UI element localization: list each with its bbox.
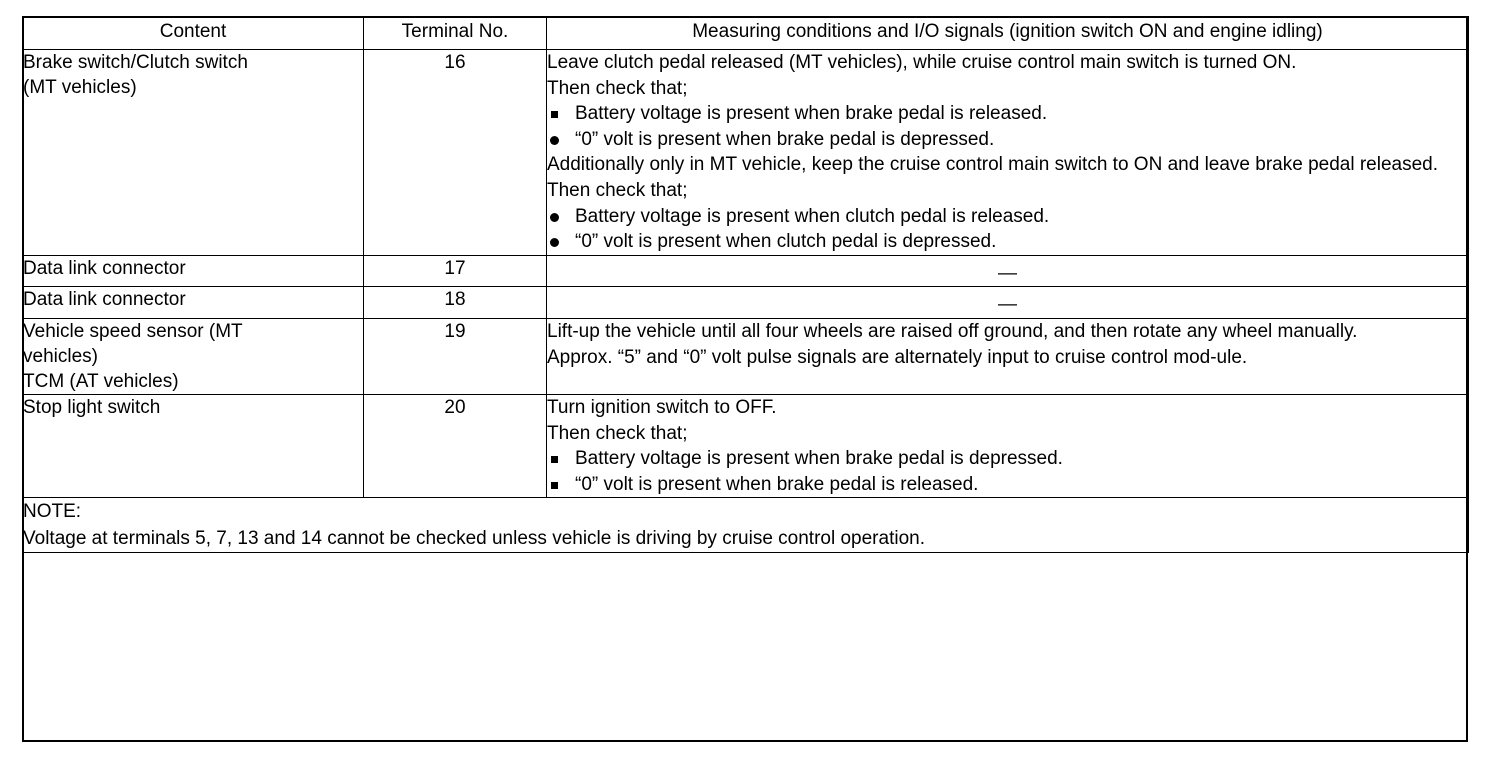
content-line: Stop light switch: [23, 396, 161, 418]
cell-content: Vehicle speed sensor (MT vehicles) TCM (…: [22, 317, 364, 395]
table-row: Data link connector 18 —: [22, 286, 1469, 319]
measuring-line: Then check that;: [547, 179, 688, 201]
table-header: Content Terminal No. Measuring condition…: [22, 16, 1469, 50]
measuring-bullet-item: “0” volt is present when clutch pedal is…: [547, 229, 1468, 255]
measuring-line: Then check that;: [547, 422, 688, 444]
round-bullet-icon: [550, 135, 559, 145]
square-bullet-icon: [551, 111, 558, 119]
cell-terminal-no: 17: [363, 254, 547, 288]
measuring-bullet-text: Battery voltage is present when brake pe…: [575, 103, 1048, 125]
cell-measuring-conditions: —: [546, 286, 1469, 319]
cell-measuring-conditions: Lift-up the vehicle until all four wheel…: [546, 317, 1469, 395]
column-header-terminal-no: Terminal No.: [363, 16, 547, 50]
measuring-bullet-text: “0” volt is present when brake pedal is …: [575, 128, 995, 150]
square-bullet-icon: [551, 456, 558, 464]
round-bullet-icon: [550, 238, 559, 248]
measuring-bullet-text: Battery voltage is present when clutch p…: [575, 205, 1050, 227]
content-line: Brake switch/Clutch switch: [23, 52, 248, 73]
cell-content: Data link connector: [22, 286, 364, 319]
cell-terminal-no: 16: [363, 49, 547, 256]
table-row: Brake switch/Clutch switch (MT vehicles)…: [22, 49, 1469, 256]
measuring-bullet-text: “0” volt is present when clutch pedal is…: [575, 231, 997, 253]
content-line: vehicles): [23, 345, 98, 367]
cell-measuring-conditions: —: [546, 254, 1469, 288]
note-body: Voltage at terminals 5, 7, 13 and 14 can…: [23, 528, 925, 550]
table-header-row: Content Terminal No. Measuring condition…: [22, 16, 1469, 50]
measuring-bullet-text: “0” volt is present when brake pedal is …: [575, 473, 979, 495]
cell-measuring-conditions: Leave clutch pedal released (MT vehicles…: [546, 49, 1469, 256]
measuring-line: Then check that;: [547, 77, 688, 99]
table-body: Brake switch/Clutch switch (MT vehicles)…: [22, 49, 1469, 554]
measuring-bullet-item: “0” volt is present when brake pedal is …: [547, 472, 1468, 498]
measuring-line: Turn ignition switch to OFF.: [547, 396, 777, 418]
measuring-bullet-item: Battery voltage is present when brake pe…: [547, 446, 1468, 472]
measuring-bullet-text: Battery voltage is present when brake pe…: [575, 448, 1063, 470]
table-note-row: NOTE: Voltage at terminals 5, 7, 13 and …: [22, 497, 1469, 554]
table-row: Vehicle speed sensor (MT vehicles) TCM (…: [22, 317, 1469, 395]
measuring-line: Leave clutch pedal released (MT vehicles…: [547, 52, 1297, 73]
content-line: (MT vehicles): [23, 77, 137, 98]
note-title: NOTE:: [23, 501, 82, 523]
em-dash-placeholder: —: [998, 262, 1017, 284]
cell-terminal-no: 19: [363, 317, 547, 395]
em-dash-placeholder: —: [998, 294, 1017, 316]
measuring-bullet-item: Battery voltage is present when brake pe…: [547, 101, 1468, 127]
measuring-line: Approx. “5” and “0” volt pulse signals a…: [547, 346, 1248, 368]
content-line: Data link connector: [23, 257, 186, 279]
measuring-bullet-item: “0” volt is present when brake pedal is …: [547, 127, 1468, 153]
measuring-line: Additionally only in MT vehicle, keep th…: [547, 154, 1439, 176]
cell-content: Stop light switch: [22, 393, 364, 499]
content-line: TCM (AT vehicles): [23, 370, 179, 392]
content-line: Vehicle speed sensor (MT: [23, 320, 243, 342]
measuring-line: Lift-up the vehicle until all four wheel…: [547, 320, 1358, 342]
cell-content: Data link connector: [22, 254, 364, 288]
measuring-conditions-table: Content Terminal No. Measuring condition…: [22, 16, 1469, 554]
column-header-content: Content: [22, 16, 364, 50]
table-row: Stop light switch 20 Turn ignition switc…: [22, 393, 1469, 499]
column-header-measuring-conditions: Measuring conditions and I/O signals (ig…: [546, 16, 1469, 50]
content-line: Data link connector: [23, 289, 186, 311]
round-bullet-icon: [550, 212, 559, 222]
cell-terminal-no: 18: [363, 286, 547, 319]
cell-terminal-no: 20: [363, 393, 547, 499]
square-bullet-icon: [551, 481, 558, 489]
cell-measuring-conditions: Turn ignition switch to OFF. Then check …: [546, 393, 1469, 499]
cell-note: NOTE: Voltage at terminals 5, 7, 13 and …: [22, 497, 1469, 554]
cell-content: Brake switch/Clutch switch (MT vehicles): [22, 49, 364, 256]
measuring-bullet-item: Battery voltage is present when clutch p…: [547, 204, 1468, 230]
table-row: Data link connector 17 —: [22, 254, 1469, 288]
